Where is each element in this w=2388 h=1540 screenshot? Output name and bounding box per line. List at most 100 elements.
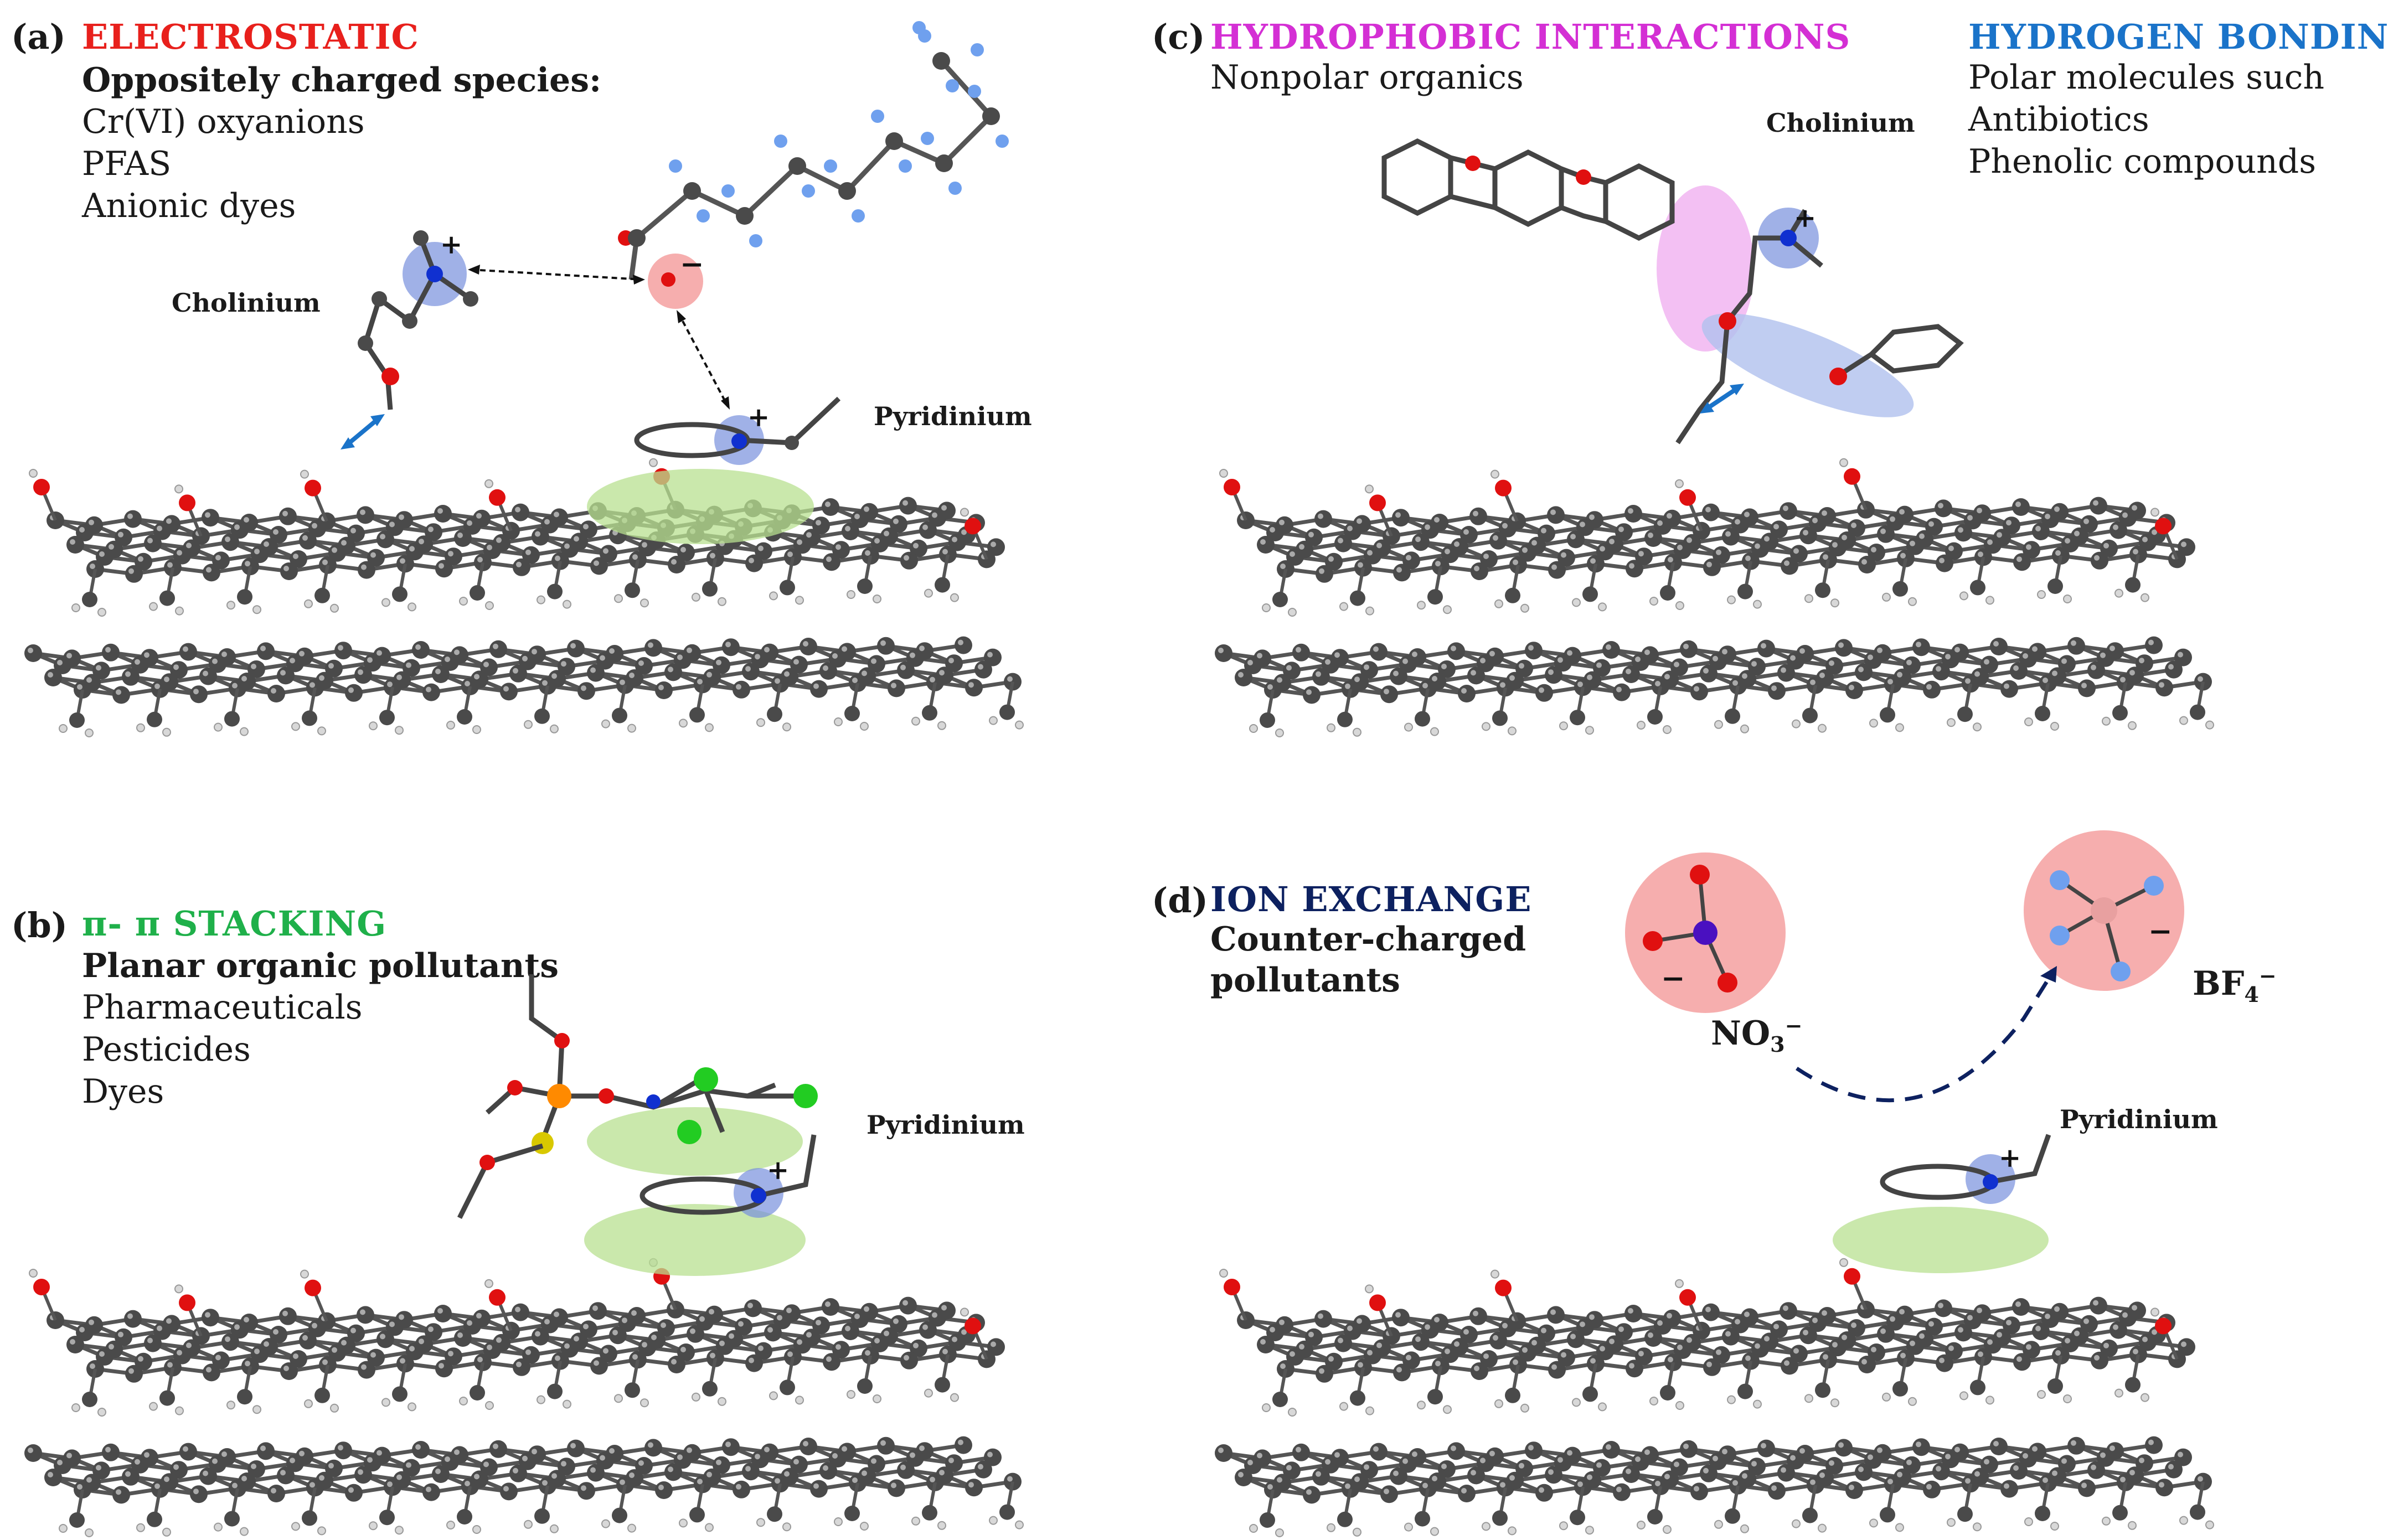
carbon-atom: [435, 560, 453, 578]
tetrafluoroborate-ion: −: [2024, 830, 2184, 991]
carbon-atom: [667, 1300, 684, 1319]
carbon-atom: [764, 1324, 782, 1342]
carbon-atom: [2110, 521, 2127, 539]
carbon-atom: [1392, 1309, 1410, 1327]
carbon-atom: [1702, 503, 1720, 521]
carbon-atom: [742, 1463, 760, 1481]
carbon-atom: [1622, 665, 1640, 683]
svg-text:+: +: [747, 402, 770, 433]
heading-hydrophobic: HYDROPHOBIC INTERACTIONS: [1210, 17, 1851, 57]
carbon-atom: [1525, 1441, 1543, 1460]
carbon-atom: [1845, 681, 1863, 699]
carbon-atom: [1781, 557, 1798, 575]
graphene-sheets: [24, 458, 1024, 737]
carbon-atom: [221, 533, 239, 551]
carbon-atom: [66, 1336, 84, 1353]
carbon-atom: [66, 536, 84, 554]
carbon-atom: [1215, 644, 1232, 662]
carbon-atom: [190, 1485, 208, 1503]
subheading: Planar organic pollutants: [82, 947, 559, 985]
carbon-atom: [1489, 531, 1507, 550]
exchange-arrow: [1796, 976, 2051, 1103]
carbon-atom: [668, 1356, 685, 1373]
carbon-atom: [1334, 534, 1352, 552]
carbon-atom: [800, 1438, 817, 1455]
cholinium-label: Cholinium: [172, 288, 321, 318]
panel-label: (b): [11, 905, 68, 945]
list-item: Nonpolar organics: [1210, 58, 1524, 97]
carbon-atom: [1471, 562, 1488, 580]
carbon-atom: [1626, 560, 1643, 578]
carbon-atom: [1312, 668, 1330, 686]
carbon-atom: [203, 1363, 220, 1382]
carbon-atom: [1935, 1299, 1952, 1317]
carbon-atom: [1923, 1480, 1941, 1498]
carbon-atom: [1857, 1300, 1875, 1319]
carbon-atom: [2000, 1480, 2018, 1498]
carbon-atom: [2155, 679, 2173, 697]
carbon-atom: [1768, 1482, 1786, 1500]
stacking-halo: [1833, 1207, 2049, 1273]
carbon-atom: [354, 1466, 372, 1484]
graphene-sheets: [1215, 458, 2214, 737]
nitrate-label: NO3−: [1711, 1013, 1803, 1057]
carbon-atom: [2010, 1462, 2028, 1480]
carbon-atom: [823, 1353, 840, 1371]
carbon-atom: [1768, 682, 1786, 700]
carbon-atom: [102, 643, 120, 662]
carbon-atom: [1257, 536, 1275, 554]
stacking-halo: [584, 1204, 806, 1276]
carbon-atom: [1954, 1324, 1972, 1342]
carbon-atom: [412, 641, 430, 659]
hbond-halo: [1701, 313, 1914, 417]
carbon-atom: [1912, 1438, 1930, 1456]
carbon-atom: [2091, 551, 2108, 570]
carbon-atom: [1380, 1485, 1398, 1503]
carbon-atom: [900, 1351, 918, 1370]
panel-label: (a): [11, 17, 66, 57]
carbon-atom: [280, 562, 298, 580]
svg-text:+: +: [1999, 1143, 2021, 1174]
carbon-atom: [190, 685, 208, 704]
carbon-atom: [2087, 661, 2105, 679]
molecular-scene: − − +: [1215, 830, 2214, 1537]
carbon-atom: [202, 509, 219, 527]
carbon-atom: [589, 1302, 607, 1320]
carbon-atom: [897, 1461, 915, 1479]
carbon-atom: [687, 1325, 704, 1343]
carbon-atom: [1780, 1302, 1797, 1320]
carbon-atom: [899, 1296, 917, 1315]
carbon-atom: [1489, 1331, 1507, 1350]
carbon-atom: [1235, 1469, 1252, 1486]
svg-text:+: +: [440, 229, 462, 260]
carbon-atom: [279, 1307, 297, 1325]
carbon-atom: [513, 1358, 530, 1376]
carbon-atom: [888, 1479, 905, 1497]
carbon-atom: [1235, 669, 1252, 686]
carbon-atom: [1458, 1485, 1476, 1502]
carbon-atom: [644, 639, 662, 657]
carbon-atom: [577, 682, 595, 700]
carbon-atom: [122, 1467, 140, 1486]
carbon-atom: [1877, 1325, 1895, 1343]
carbon-atom: [1644, 529, 1662, 547]
carbon-atom: [1303, 686, 1321, 704]
carbon-atom: [1602, 1441, 1620, 1459]
panel-hydrophobic-hbond: (c) HYDROPHOBIC INTERACTIONS Nonpolar or…: [1152, 0, 2388, 803]
carbon-atom: [1467, 1466, 1485, 1485]
carbon-atom: [1690, 683, 1708, 701]
heading-electrostatic: ELECTROSTATIC: [82, 17, 419, 57]
pyridinium-label: Pyridinium: [874, 401, 1032, 431]
carbon-atom: [745, 1354, 763, 1372]
carbon-atom: [1547, 506, 1565, 524]
carbon-atom: [144, 1334, 162, 1352]
carbon-atom: [1855, 1463, 1873, 1481]
carbon-atom: [1535, 684, 1553, 702]
carbon-atom: [1292, 1443, 1310, 1461]
oxygen-atom: [661, 272, 675, 287]
carbon-atom: [2110, 1321, 2127, 1339]
carbon-atom: [742, 663, 760, 681]
carbon-atom: [2145, 636, 2163, 654]
carbon-atom: [1912, 638, 1930, 657]
species-list: Cr(VI) oxyanions PFAS Anionic dyes: [82, 101, 365, 227]
